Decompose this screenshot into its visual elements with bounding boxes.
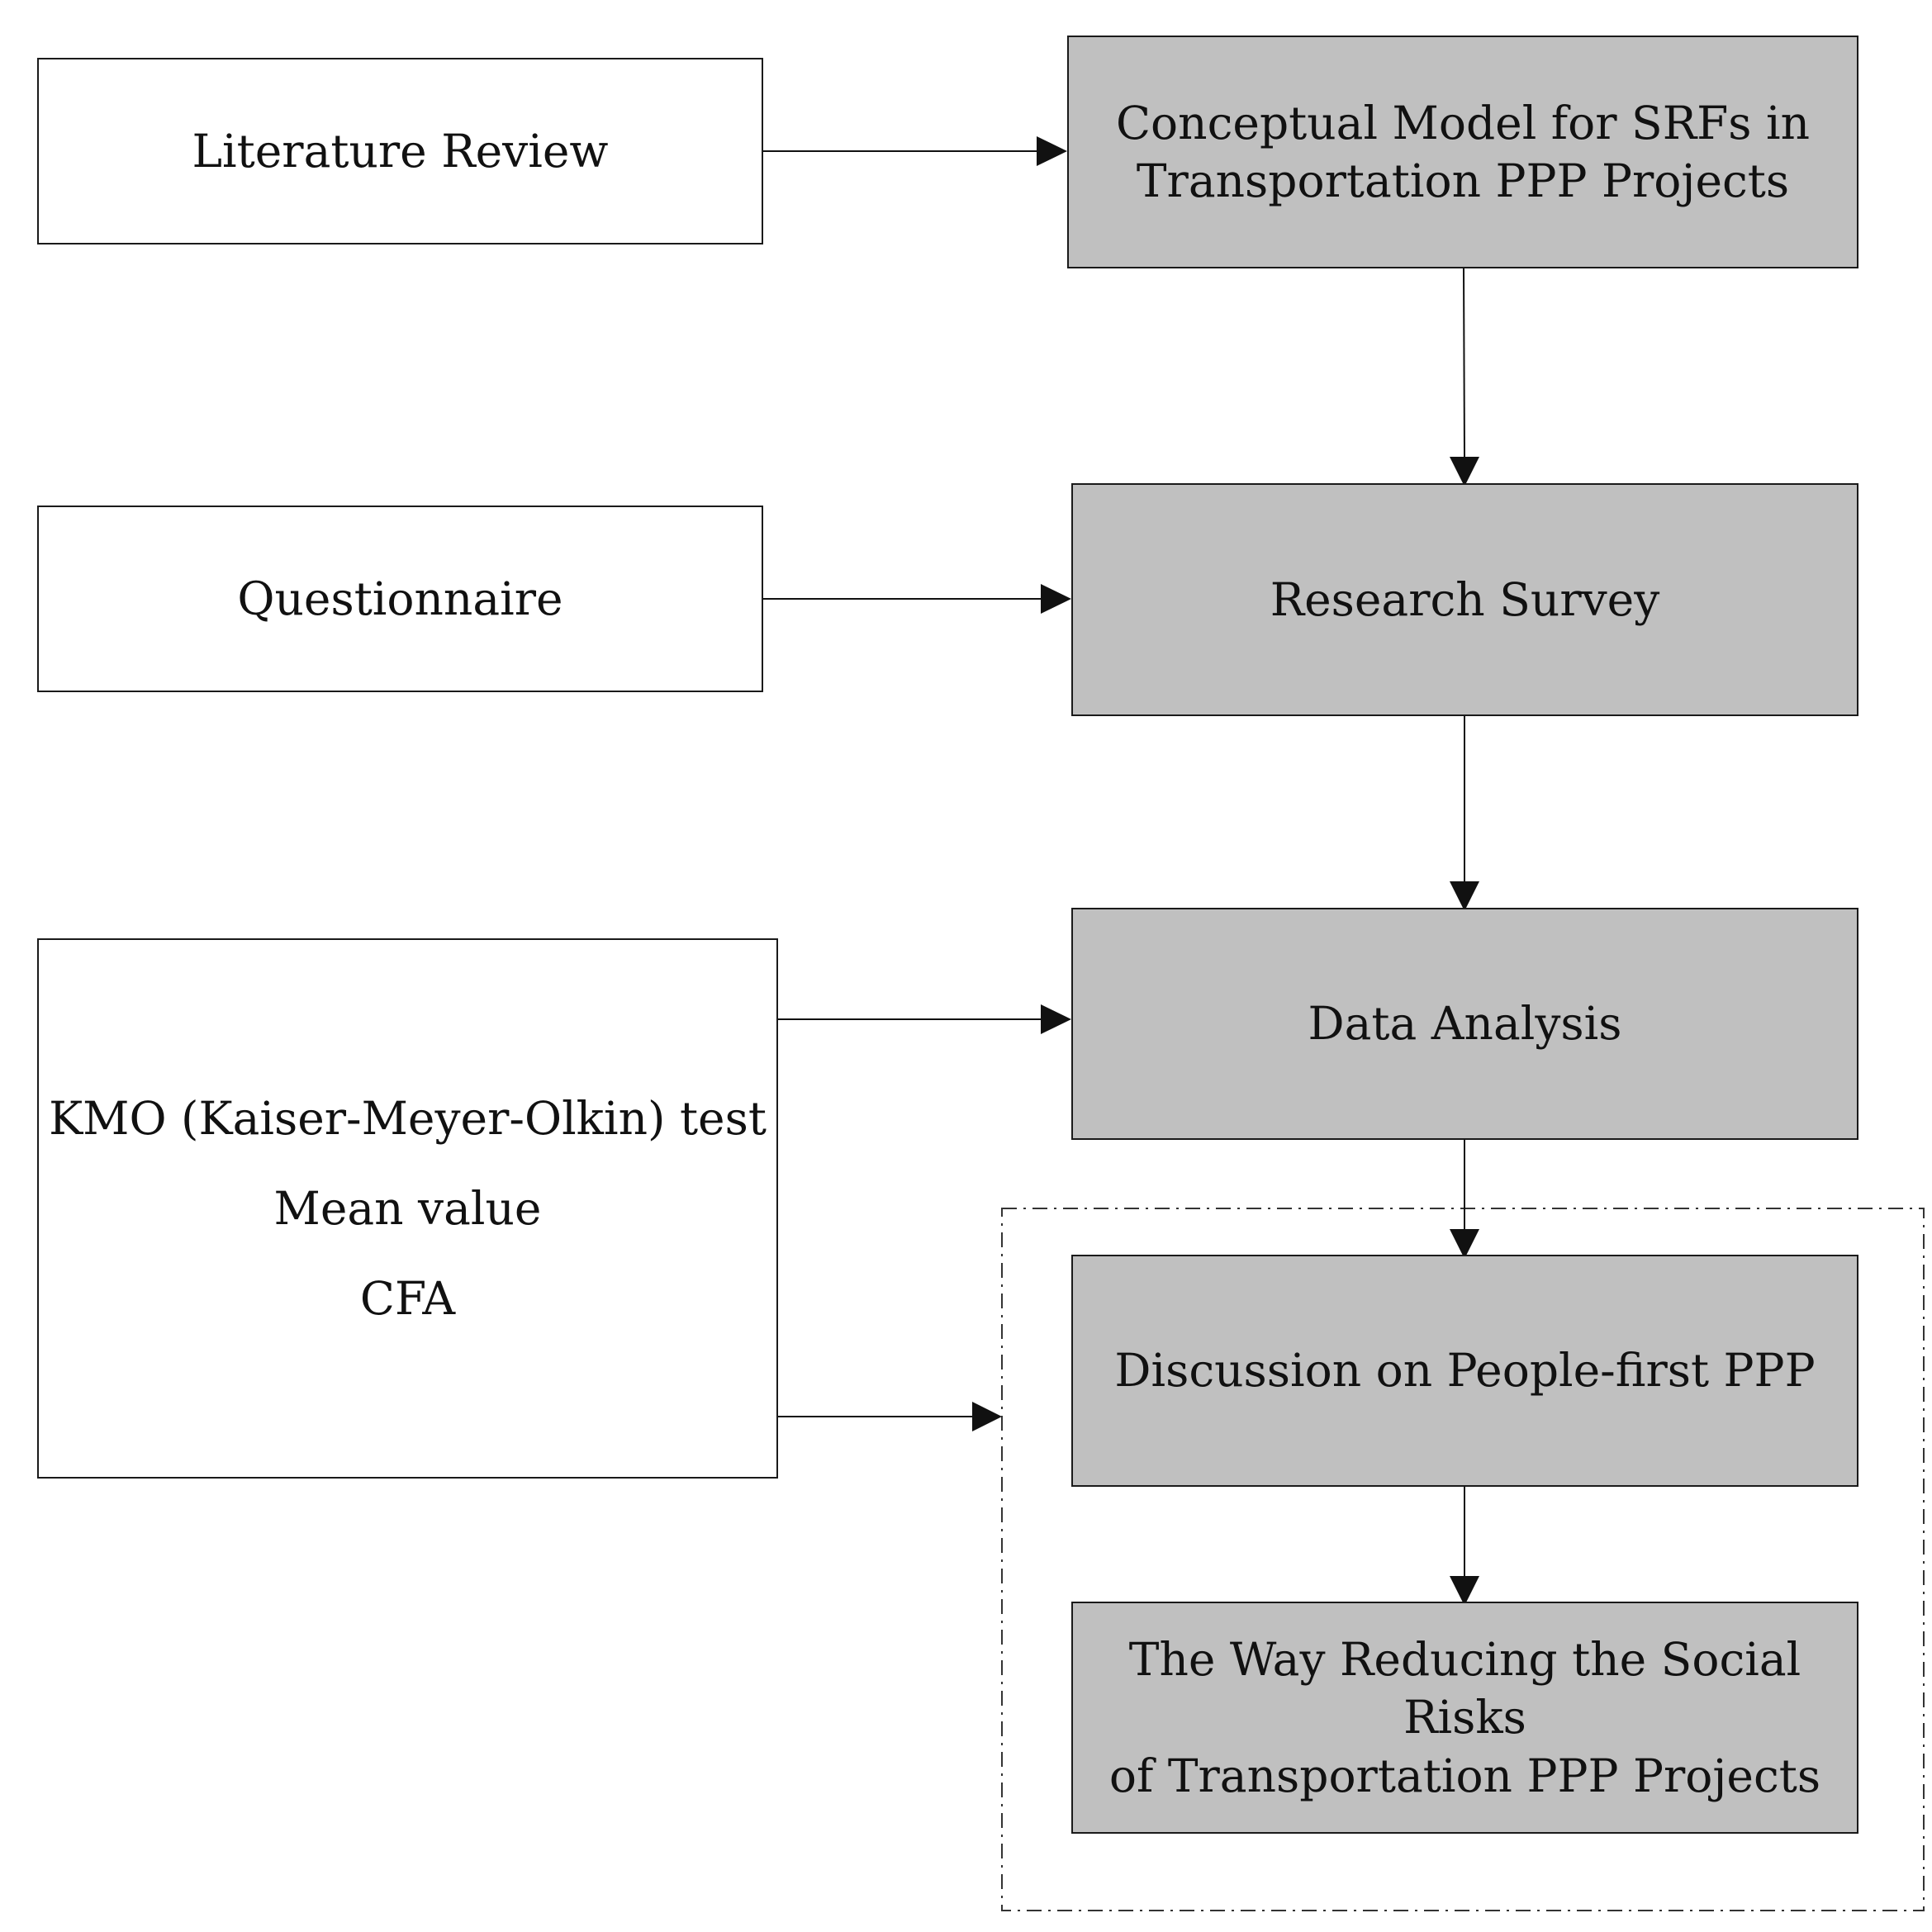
arrow-survey-to-analysis [1450,715,1479,911]
conceptual-model-box: Conceptual Model for SRFs in Transportat… [1067,36,1858,268]
analysis-methods-box: KMO (Kaiser-Meyer-Olkin) test Mean value… [37,938,778,1479]
literature-review-box: Literature Review [37,58,763,244]
questionnaire-label: Questionnaire [237,572,563,625]
conceptual-model-line-1: Conceptual Model for SRFs in [1115,96,1811,150]
arrow-conceptual-to-survey [1450,267,1479,487]
arrow-questionnaire-to-survey [762,584,1071,614]
result-group-border [1001,1208,1925,1911]
conceptual-model-line-2: Transportation PPP Projects [1136,154,1790,207]
cfa-label: CFA [359,1271,456,1325]
kmo-test-label: KMO (Kaiser-Meyer-Olkin) test [49,1091,767,1145]
arrow-methods-to-analysis [777,1004,1071,1034]
research-survey-box: Research Survey [1071,483,1858,716]
research-survey-label: Research Survey [1270,572,1660,626]
discussion-label: Discussion on People-first PPP [1114,1344,1816,1398]
arrow-literature-to-conceptual [762,136,1067,166]
way-reducing-box: The Way Reducing the Social Risks of Tra… [1071,1602,1858,1834]
literature-review-label: Literature Review [192,124,609,178]
mean-value-label: Mean value [273,1181,542,1235]
data-analysis-label: Data Analysis [1308,997,1622,1051]
data-analysis-box: Data Analysis [1071,908,1858,1140]
arrow-methods-to-group [777,1402,1002,1431]
way-reducing-line-2: of Transportation PPP Projects [1108,1749,1821,1802]
discussion-box: Discussion on People-first PPP [1071,1255,1858,1487]
questionnaire-box: Questionnaire [37,506,763,692]
arrow-analysis-to-discussion [1450,1139,1479,1259]
arrow-discussion-to-way [1450,1486,1479,1606]
way-reducing-line-1: The Way Reducing the Social Risks [1128,1632,1801,1744]
